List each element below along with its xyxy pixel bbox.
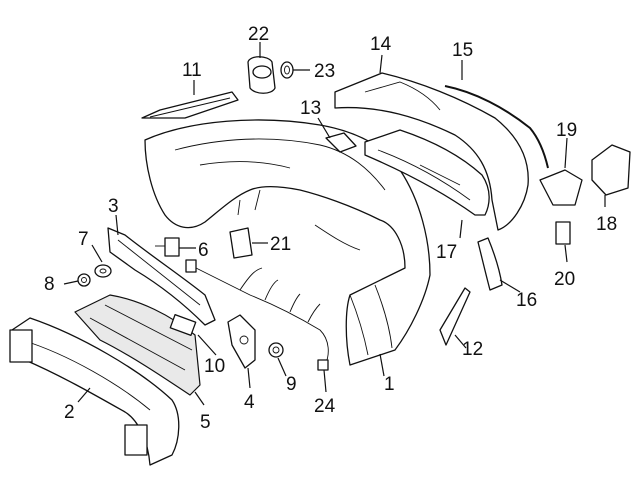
callout-12: 12 <box>462 339 483 360</box>
callout-24: 24 <box>314 396 336 417</box>
part-grommet <box>77 273 91 287</box>
part-mount-bracket <box>325 132 357 153</box>
callout-6: 6 <box>198 240 209 261</box>
callout-14: 14 <box>370 34 392 55</box>
callout-23: 23 <box>314 61 335 82</box>
part-diffuser <box>364 129 490 216</box>
callout-2: 2 <box>64 402 75 423</box>
part-bumper-cover <box>144 119 431 366</box>
leader-17 <box>459 219 463 239</box>
part-washer <box>94 264 112 278</box>
leader-7 <box>91 244 103 263</box>
callout-1: 1 <box>384 374 395 395</box>
part-sensor-ring <box>280 61 294 79</box>
leader-9 <box>277 357 287 377</box>
part-reflector <box>439 287 471 346</box>
callout-4: 4 <box>244 392 255 413</box>
callout-10: 10 <box>204 356 225 377</box>
leader-5 <box>194 391 205 406</box>
callout-9: 9 <box>286 374 297 395</box>
part-clip <box>169 314 197 336</box>
leader-3 <box>115 214 119 236</box>
part-right-housing <box>591 144 631 196</box>
part-connector <box>155 237 180 257</box>
callout-13: 13 <box>300 98 321 119</box>
part-reinforcement-beam <box>9 317 180 466</box>
part-side-bracket <box>107 227 216 326</box>
callout-20: 20 <box>554 269 575 290</box>
callout-5: 5 <box>200 412 211 433</box>
callout-7: 7 <box>78 229 89 250</box>
part-upper-bracket <box>141 91 239 119</box>
callout-8: 8 <box>44 274 55 295</box>
leader-16 <box>499 279 521 293</box>
part-sensor-housing <box>247 56 276 94</box>
leader-2 <box>77 387 91 403</box>
leader-13 <box>317 117 331 139</box>
part-lower-carrier <box>74 294 201 396</box>
leader-10 <box>197 334 217 356</box>
leader-19 <box>564 137 568 169</box>
part-side-support <box>477 237 503 291</box>
callout-19: 19 <box>556 120 577 141</box>
part-sensor-bracket <box>227 314 256 369</box>
callout-3: 3 <box>108 196 119 217</box>
part-right-sensor <box>555 221 571 245</box>
callout-18: 18 <box>596 214 617 235</box>
callout-17: 17 <box>436 242 457 263</box>
part-control-module <box>229 227 253 259</box>
part-parking-sensor <box>268 342 284 358</box>
leader-14 <box>379 54 383 74</box>
leader-20 <box>564 244 568 263</box>
callout-16: 16 <box>516 290 537 311</box>
leader-4 <box>247 367 251 389</box>
callout-22: 22 <box>248 24 269 45</box>
callout-21: 21 <box>270 234 291 255</box>
part-upper-trim <box>334 72 529 231</box>
part-right-bracket <box>539 169 583 206</box>
part-wiring-harness <box>185 259 329 371</box>
callout-11: 11 <box>182 60 202 81</box>
leader-1 <box>379 353 385 377</box>
leader-12 <box>454 334 467 349</box>
callout-15: 15 <box>452 40 473 61</box>
leader-8 <box>63 280 79 285</box>
part-trim-strip <box>444 85 549 169</box>
leader-24 <box>323 369 327 393</box>
